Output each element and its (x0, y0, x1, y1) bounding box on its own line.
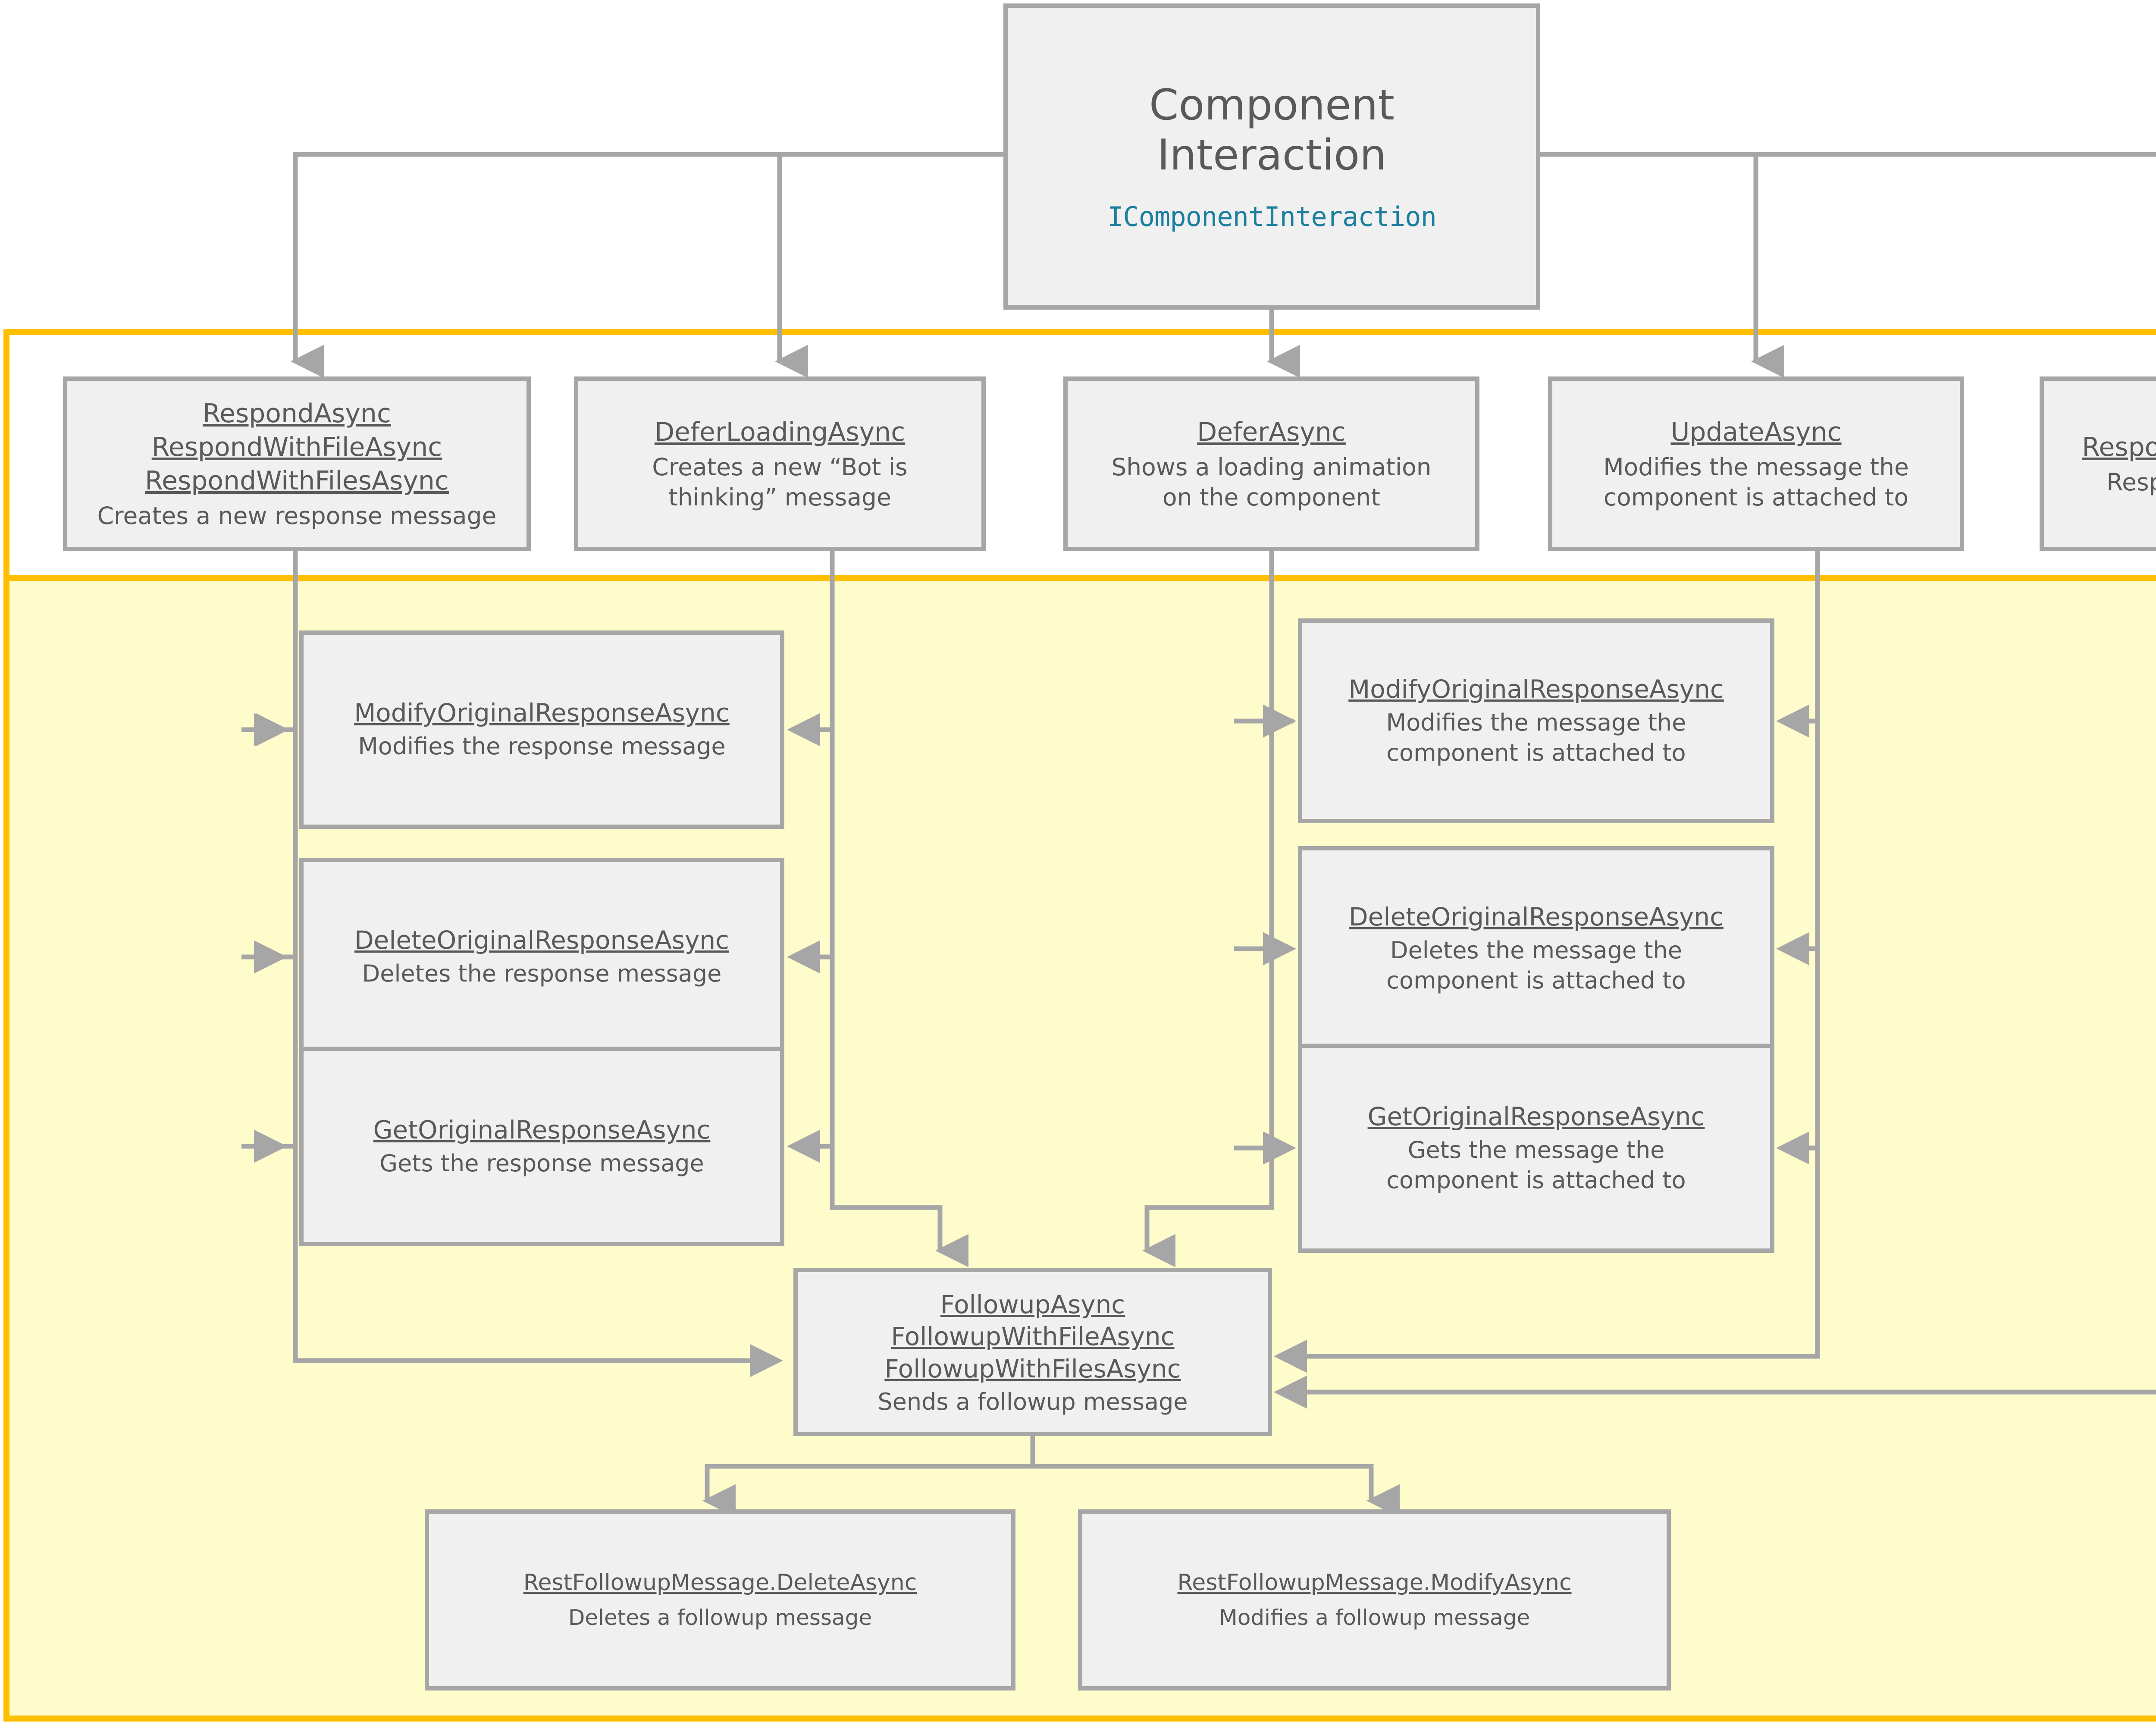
node-followup-async[interactable]: FollowupAsync FollowupWithFileAsync Foll… (793, 1268, 1272, 1436)
node-rest-followup-modify-async[interactable]: RestFollowupMessage.ModifyAsync Modifies… (1078, 1509, 1671, 1690)
root-interface-name: IComponentInteraction (1107, 201, 1437, 233)
method-name: DeleteOriginalResponseAsync (1349, 902, 1724, 932)
method-description: Gets the response message (379, 1149, 704, 1177)
method-description: Deletes the response message (362, 960, 722, 988)
node-get-original-response-left[interactable]: GetOriginalResponseAsync Gets the respon… (299, 1047, 784, 1246)
method-name: DeferLoadingAsync (654, 417, 906, 448)
method-description: Creates a new response message (97, 502, 497, 530)
method-name: GetOriginalResponseAsync (1367, 1101, 1705, 1131)
method-description: Deletes a followup message (568, 1605, 872, 1630)
method-name: RestFollowupMessage.ModifyAsync (1177, 1570, 1572, 1596)
node-rest-followup-delete-async[interactable]: RestFollowupMessage.DeleteAsync Deletes … (425, 1509, 1015, 1690)
method-description: Modifies the message the component is at… (1603, 453, 1909, 511)
node-modify-original-response-right[interactable]: ModifyOriginalResponseAsync Modifies the… (1298, 618, 1774, 823)
method-name: DeferAsync (1197, 417, 1346, 448)
node-delete-original-response-left[interactable]: DeleteOriginalResponseAsync Deletes the … (299, 858, 784, 1056)
node-modify-original-response-left[interactable]: ModifyOriginalResponseAsync Modifies the… (299, 630, 784, 829)
node-delete-original-response-right[interactable]: DeleteOriginalResponseAsync Deletes the … (1298, 846, 1774, 1051)
method-name: RespondWithFileAsync (151, 432, 442, 462)
method-description: Shows a loading animation on the compone… (1111, 453, 1432, 511)
method-name: FollowupAsync (940, 1290, 1125, 1320)
method-name: DeleteOriginalResponseAsync (354, 925, 729, 955)
method-description: Sends a followup message (877, 1388, 1188, 1415)
method-description: Modifies a followup message (1219, 1605, 1530, 1630)
method-name: RespondWithModalAsync (2082, 432, 2156, 462)
node-component-interaction[interactable]: Component Interaction IComponentInteract… (1003, 3, 1540, 310)
method-name: RestFollowupMessage.DeleteAsync (523, 1570, 917, 1596)
node-respond-with-modal-async[interactable]: RespondWithModalAsync Responds with a mo… (2040, 376, 2156, 551)
method-name: ModifyOriginalResponseAsync (1348, 674, 1724, 704)
node-defer-loading-async[interactable]: DeferLoadingAsync Creates a new “Bot is … (574, 376, 986, 551)
node-update-async[interactable]: UpdateAsync Modifies the message the com… (1548, 376, 1964, 551)
method-description: Responds with a modal (2106, 468, 2156, 496)
node-defer-async[interactable]: DeferAsync Shows a loading animation on … (1063, 376, 1479, 551)
method-name: RespondWithFilesAsync (145, 465, 449, 496)
method-description: Creates a new “Bot is thinking” message (652, 453, 908, 511)
method-name: FollowupWithFilesAsync (884, 1354, 1181, 1383)
method-name: ModifyOriginalResponseAsync (354, 698, 730, 728)
method-description: Modifies the message the component is at… (1386, 709, 1686, 767)
method-description: Gets the message the component is attach… (1386, 1136, 1686, 1194)
method-description: Deletes the message the component is att… (1386, 936, 1686, 994)
method-name: RespondAsync (203, 398, 391, 429)
root-title: Component Interaction (1149, 80, 1395, 180)
method-name: FollowupWithFileAsync (891, 1322, 1175, 1352)
node-respond-async[interactable]: RespondAsync RespondWithFileAsync Respon… (63, 376, 531, 551)
node-get-original-response-right[interactable]: GetOriginalResponseAsync Gets the messag… (1298, 1044, 1774, 1253)
method-description: Modifies the response message (358, 733, 726, 760)
method-name: GetOriginalResponseAsync (373, 1115, 711, 1145)
method-name: UpdateAsync (1670, 417, 1842, 448)
